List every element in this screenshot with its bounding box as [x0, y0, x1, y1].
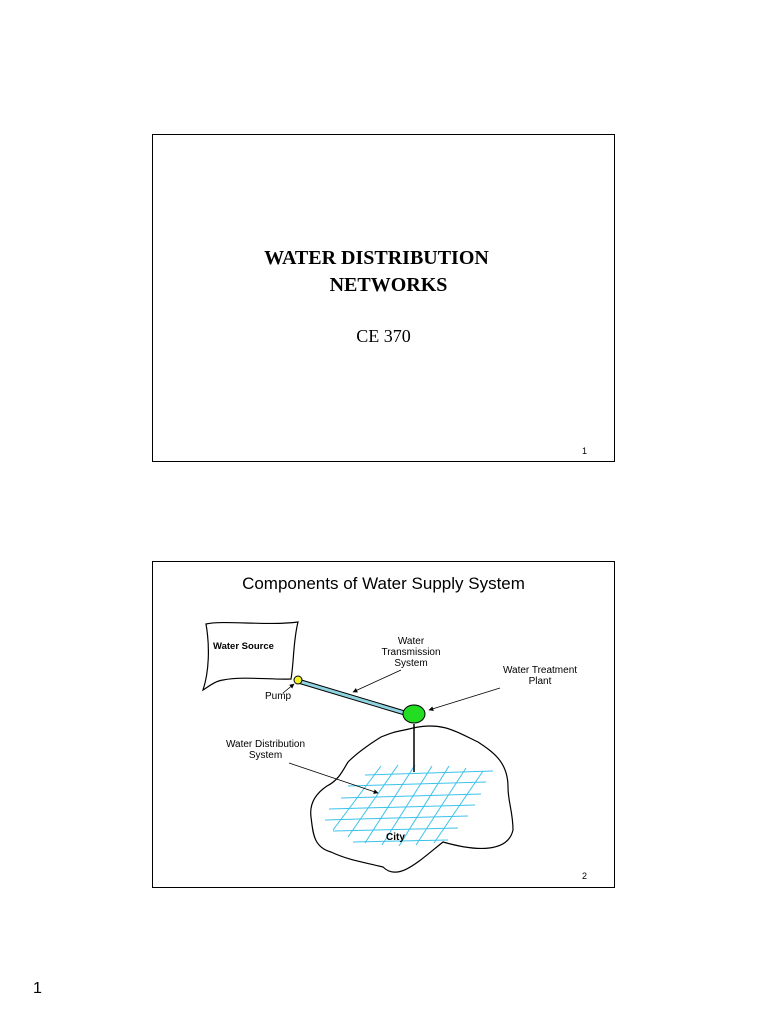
slide-1: WATER DISTRIBUTION NETWORKS CE 370 1	[152, 134, 615, 462]
grid-line	[332, 827, 459, 832]
treatment-label-2: Plant	[528, 676, 552, 687]
transmission-label-1: Water	[397, 636, 425, 647]
grid-line	[433, 770, 484, 844]
grid-line	[328, 804, 476, 810]
slide-2: Components of Water Supply System	[152, 561, 615, 888]
transmission-label-2: Transmission	[381, 647, 441, 658]
page-number: 1	[33, 980, 42, 997]
water-source-label: Water Source	[213, 641, 274, 652]
water-supply-diagram	[201, 621, 514, 873]
transmission-pipe	[297, 679, 409, 716]
distribution-system-label: Water Distribution System	[213, 739, 318, 761]
treatment-plant-icon	[402, 704, 426, 724]
water-source-shape	[201, 621, 299, 692]
grid-line	[364, 764, 416, 844]
treatment-arrow	[428, 687, 501, 712]
grid-line	[415, 767, 467, 846]
grid-line	[347, 764, 399, 838]
grid-line	[340, 793, 482, 799]
title-line-2: NETWORKS	[329, 274, 448, 296]
transmission-arrow	[352, 669, 402, 693]
pump-label: Pump	[265, 691, 292, 702]
city-label: City	[386, 832, 405, 843]
distribution-label-2: System	[248, 750, 283, 761]
treatment-label-1: Water Treatment	[502, 665, 578, 676]
grid-line	[398, 765, 450, 847]
distribution-label-1: Water Distribution	[225, 739, 306, 750]
treatment-plant-label: Water Treatment Plant	[495, 665, 585, 687]
grid-line	[332, 765, 382, 831]
grid-line	[324, 815, 469, 821]
distribution-grid	[324, 764, 494, 847]
city-shape	[310, 725, 514, 873]
distribution-arrow	[288, 762, 379, 794]
grid-line	[381, 765, 433, 846]
grid-line	[364, 770, 494, 776]
slide-1-title: WATER DISTRIBUTION NETWORKS	[153, 245, 614, 299]
pump-icon	[293, 675, 303, 685]
grid-line	[352, 839, 449, 843]
slide-number: 2	[581, 871, 587, 881]
course-code: CE 370	[356, 326, 411, 346]
transmission-label-3: System	[394, 658, 428, 669]
slide-number: 1	[581, 446, 587, 456]
title-line-1: WATER DISTRIBUTION	[264, 247, 489, 269]
transmission-system-label: Water Transmission System	[377, 636, 445, 669]
slide-2-title: Components of Water Supply System	[242, 574, 525, 593]
grid-line	[347, 781, 487, 787]
pump-arrow	[282, 683, 295, 694]
